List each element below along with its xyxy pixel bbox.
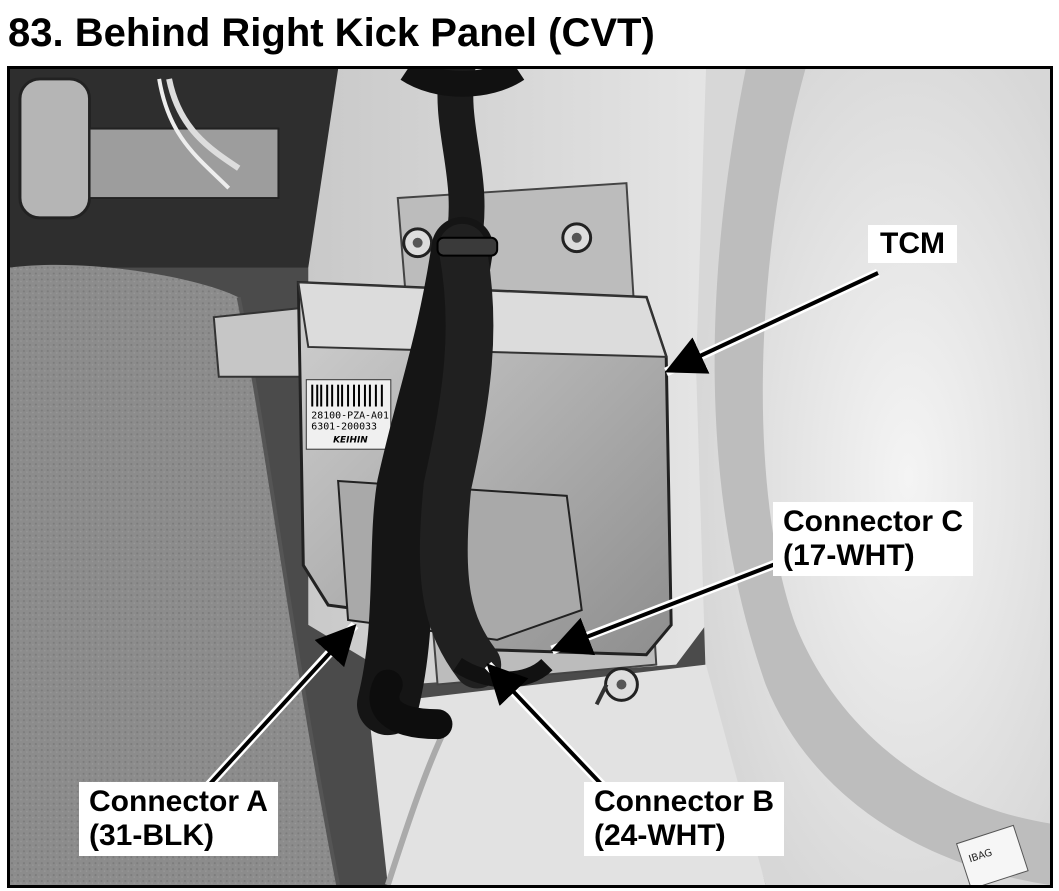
callout-connector-b-name: Connector B: [594, 785, 774, 818]
module-label: 28100-PZA-A01 6301-200033 KEIHIN: [305, 379, 392, 450]
bracket-cylinder: [18, 77, 92, 220]
callout-tcm-label: TCM: [880, 227, 945, 260]
airbag-sticker: IBAG: [955, 824, 1029, 885]
callout-connector-a: Connector A (31-BLK): [79, 782, 278, 856]
module-serial-number: 6301-200033: [311, 421, 377, 432]
callout-connector-b-spec: (24-WHT): [594, 819, 726, 852]
callout-connector-c: Connector C (17-WHT): [773, 502, 973, 576]
photo-frame: 28100-PZA-A01 6301-200033 KEIHIN IBAG: [7, 66, 1053, 888]
callout-connector-b: Connector B (24-WHT): [584, 782, 784, 856]
callout-connector-a-name: Connector A: [89, 785, 268, 818]
callout-connector-a-spec: (31-BLK): [89, 819, 214, 852]
callout-connector-c-name: Connector C: [783, 505, 963, 538]
panel-edge-shadow: [714, 69, 1050, 885]
callout-connector-c-spec: (17-WHT): [783, 539, 915, 572]
page-title: 83. Behind Right Kick Panel (CVT): [8, 11, 655, 55]
module-brand: KEIHIN: [333, 435, 368, 445]
callout-tcm: TCM: [868, 225, 957, 263]
module-part-number: 28100-PZA-A01: [311, 410, 389, 421]
photo-illustration: 28100-PZA-A01 6301-200033 KEIHIN IBAG: [10, 69, 1050, 885]
